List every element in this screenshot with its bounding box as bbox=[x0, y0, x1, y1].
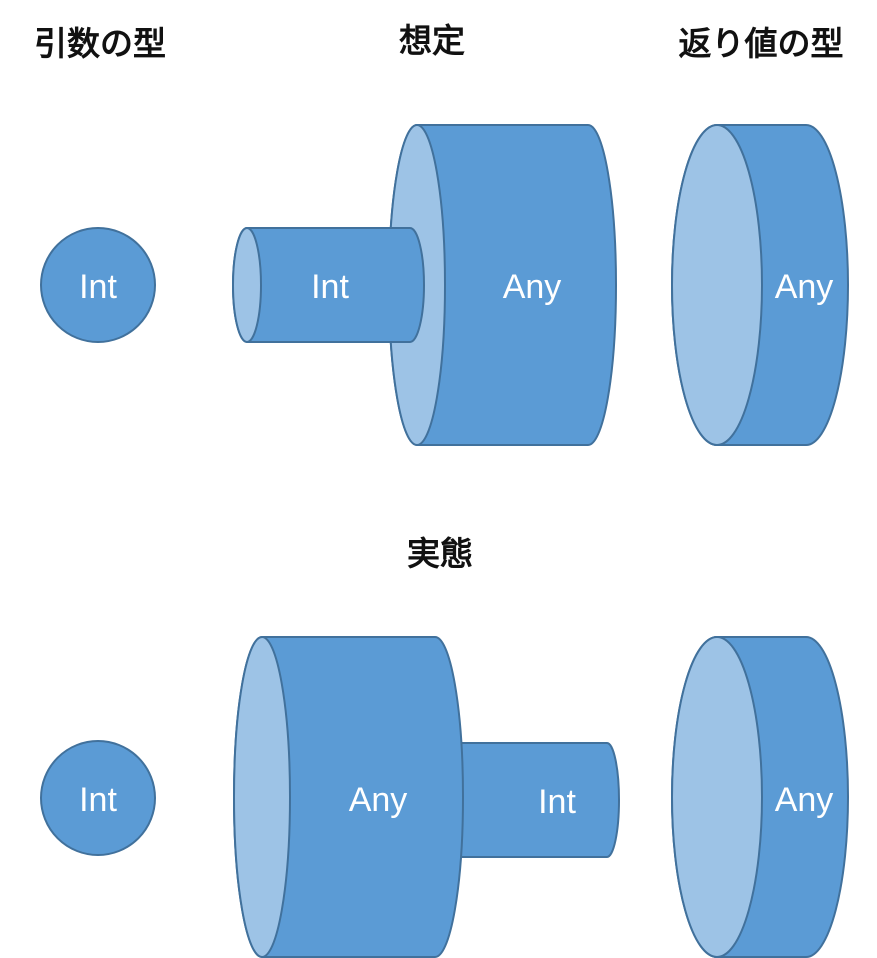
assumption-small-cylinder: Int bbox=[232, 227, 425, 343]
reality-argument-label: Int bbox=[79, 781, 117, 819]
assumption-large-cylinder-label: Any bbox=[503, 268, 562, 306]
header-assumption: 想定 bbox=[399, 21, 465, 60]
assumption-small-cylinder-label: Int bbox=[311, 268, 349, 306]
assumption-return-label: Any bbox=[775, 268, 834, 306]
assumption-argument-circle: Int bbox=[40, 227, 156, 343]
reality-small-cylinder-label: Int bbox=[538, 783, 576, 821]
reality-return-cylinder: Any bbox=[671, 636, 849, 958]
reality-large-cylinder: Any bbox=[233, 636, 464, 958]
reality-large-cylinder-label: Any bbox=[349, 781, 408, 819]
reality-return-label: Any bbox=[775, 781, 834, 819]
reality-argument-circle: Int bbox=[40, 740, 156, 856]
assumption-return-cylinder: Any bbox=[671, 124, 849, 446]
header-reality: 実態 bbox=[407, 534, 473, 573]
assumption-large-cylinder: Any bbox=[388, 124, 617, 446]
reality-small-cylinder: Int bbox=[449, 742, 620, 858]
header-argument-type: 引数の型 bbox=[34, 24, 166, 63]
header-return-type: 返り値の型 bbox=[679, 24, 844, 63]
assumption-argument-label: Int bbox=[79, 268, 117, 306]
